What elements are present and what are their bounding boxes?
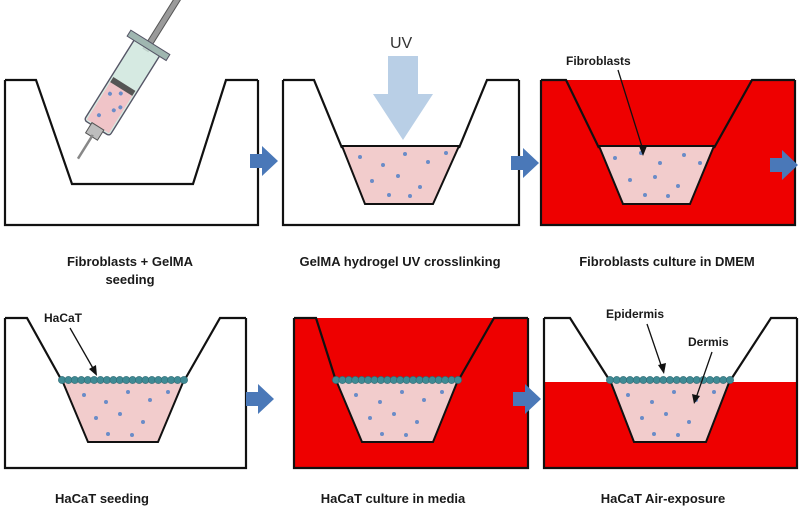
hacat-label: HaCaT bbox=[44, 311, 83, 325]
caption-panel-4: HaCaT seeding bbox=[55, 491, 149, 506]
epidermis-cell bbox=[434, 376, 443, 384]
epidermis-label: Epidermis bbox=[606, 307, 664, 321]
pointer-head bbox=[692, 394, 700, 404]
pointer-head bbox=[639, 146, 647, 156]
pointer-line bbox=[646, 323, 663, 369]
panel-4: HaCaT bbox=[3, 311, 248, 470]
epidermis-cell bbox=[712, 376, 721, 384]
well-outline bbox=[457, 316, 528, 382]
well-insert-frame bbox=[542, 318, 799, 470]
caption-panel-5: HaCaT culture in media bbox=[321, 491, 466, 506]
epidermis-cell bbox=[646, 376, 654, 384]
well-outline bbox=[5, 316, 63, 382]
epidermis-cell bbox=[344, 376, 353, 384]
epidermis-cell bbox=[679, 376, 688, 384]
epidermis-cell bbox=[160, 376, 169, 384]
dermis-label: Dermis bbox=[688, 335, 729, 349]
pointer-head bbox=[658, 363, 666, 374]
panel-2: UV bbox=[281, 35, 521, 227]
epidermis-cell bbox=[606, 376, 614, 384]
epidermis-cell bbox=[103, 376, 111, 384]
caption-panel-1: Fibroblasts + GelMA bbox=[67, 254, 194, 269]
epidermis-cell bbox=[180, 376, 188, 384]
well-outline bbox=[457, 78, 519, 149]
epidermis-cell bbox=[719, 376, 728, 384]
epidermis-cell bbox=[612, 376, 621, 384]
syringe-icon bbox=[76, 0, 208, 160]
pointer-head bbox=[89, 365, 97, 376]
panel-5 bbox=[292, 316, 530, 470]
fibroblasts-label: Fibroblasts bbox=[566, 54, 631, 68]
panel-1 bbox=[3, 0, 260, 227]
well-outline bbox=[283, 78, 344, 149]
epidermis-cell bbox=[626, 376, 634, 384]
epidermis-cell bbox=[706, 376, 714, 384]
epidermis-layer bbox=[332, 376, 462, 384]
cells bbox=[613, 151, 702, 198]
epidermis-cell bbox=[672, 376, 681, 384]
epidermis-cell bbox=[639, 376, 648, 384]
pointer-line bbox=[617, 69, 644, 151]
epidermis-cell bbox=[666, 376, 674, 384]
well-outline bbox=[183, 316, 246, 382]
epidermis-cell bbox=[659, 376, 668, 384]
flow-arrow-icon bbox=[511, 148, 539, 178]
caption-panel-3: Fibroblasts culture in DMEM bbox=[579, 254, 755, 269]
epidermis-cell bbox=[726, 376, 734, 384]
flow-arrow-icon bbox=[513, 384, 541, 414]
pointer-line bbox=[69, 327, 95, 371]
panel-6: Epidermis Dermis bbox=[542, 307, 799, 470]
well-outline bbox=[713, 78, 795, 149]
well-outline bbox=[544, 316, 611, 382]
well-outline bbox=[294, 316, 338, 382]
cells bbox=[354, 390, 444, 437]
cells bbox=[82, 390, 170, 437]
gel-layer bbox=[597, 145, 716, 205]
epidermis-cell bbox=[128, 376, 137, 384]
gel-layer bbox=[60, 379, 186, 443]
epidermis-cell bbox=[686, 376, 694, 384]
epidermis-cell bbox=[376, 376, 385, 384]
caption-panel-2: GelMA hydrogel UV crosslinking bbox=[299, 254, 500, 269]
well-outline bbox=[729, 316, 797, 382]
pointer-line bbox=[695, 351, 713, 399]
well-insert-frame bbox=[281, 80, 521, 227]
well-outline bbox=[541, 78, 600, 149]
well-insert-frame bbox=[539, 80, 797, 227]
caption-panel-1: seeding bbox=[105, 272, 154, 287]
epidermis-cell bbox=[70, 376, 79, 384]
uv-arrow-icon bbox=[373, 56, 433, 140]
flow-arrow-icon bbox=[770, 150, 798, 180]
flow-arrow-icon bbox=[250, 146, 278, 176]
epidermis-cell bbox=[402, 376, 411, 384]
uv-label: UV bbox=[390, 35, 413, 52]
cells bbox=[358, 151, 448, 198]
gel-layer bbox=[340, 145, 461, 205]
well-insert-frame bbox=[3, 80, 260, 227]
epidermis-cell bbox=[454, 376, 462, 384]
epidermis-cell bbox=[619, 376, 628, 384]
epidermis-cell bbox=[632, 376, 641, 384]
well-outline bbox=[5, 78, 258, 186]
epidermis-cell bbox=[652, 376, 661, 384]
epidermis-cell bbox=[692, 376, 701, 384]
epidermis-layer bbox=[58, 376, 188, 384]
flow-arrow-icon bbox=[246, 384, 274, 414]
caption-panel-6: HaCaT Air-exposure bbox=[601, 491, 726, 506]
epidermis-layer bbox=[606, 376, 734, 384]
panel-3: Fibroblasts bbox=[539, 54, 797, 227]
